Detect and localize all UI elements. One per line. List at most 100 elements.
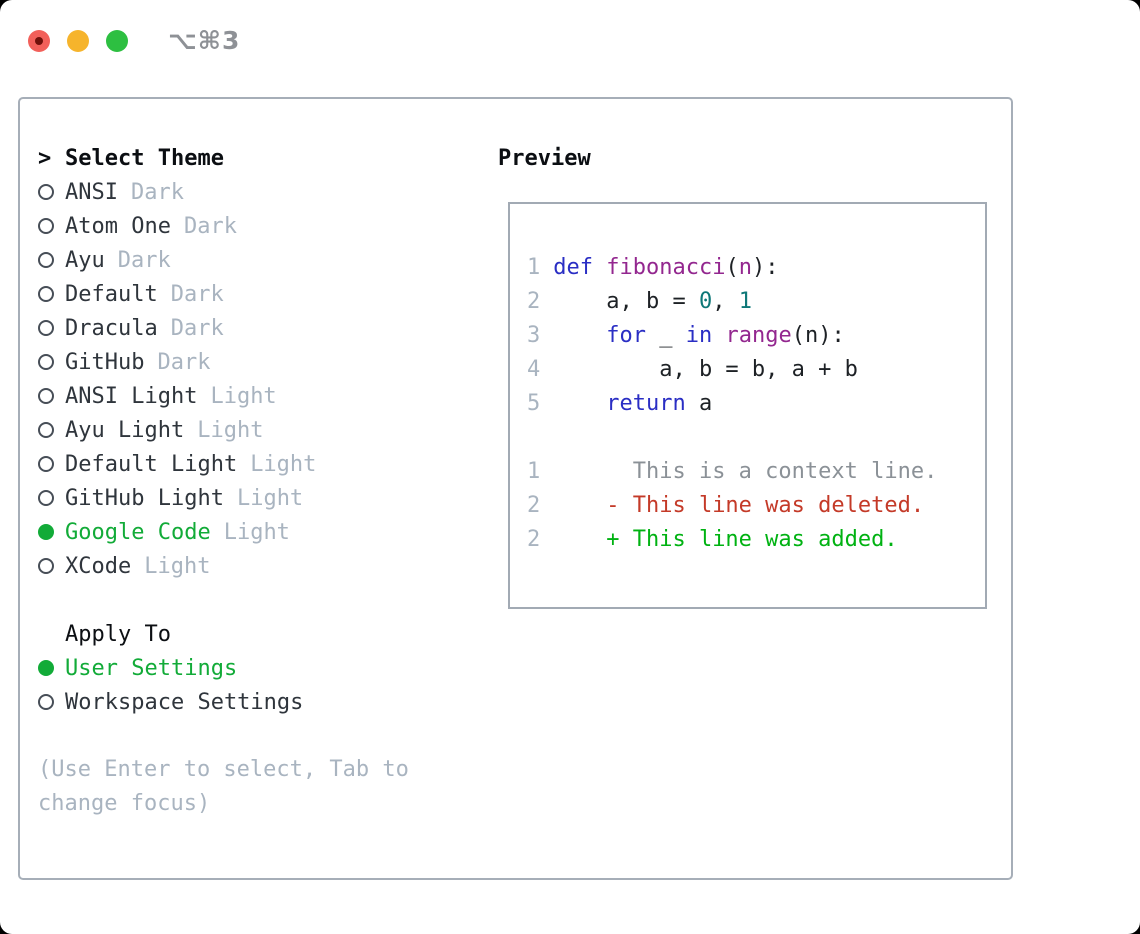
- theme-tag: Dark: [170, 281, 224, 307]
- theme-option-default-light[interactable]: Default Light Light: [38, 447, 483, 481]
- radio-selected-icon: [38, 524, 54, 540]
- theme-tag: Light: [223, 519, 290, 545]
- code-token: n: [738, 255, 752, 280]
- apply-to-title: Apply To: [65, 621, 171, 647]
- line-number: 2: [527, 289, 541, 314]
- diff-text: - This line was deleted.: [553, 493, 925, 518]
- theme-option-dracula-dark[interactable]: Dracula Dark: [38, 311, 483, 345]
- theme-name: ANSI Light: [65, 383, 198, 409]
- diff-deleted-line: 2 - This line was deleted.: [527, 489, 985, 523]
- radio-icon: [38, 456, 54, 472]
- close-button[interactable]: [28, 29, 50, 52]
- line-number: 2: [527, 493, 541, 518]
- theme-name: GitHub Light: [65, 485, 224, 511]
- code-token: (: [725, 255, 739, 280]
- diff-text: + This line was added.: [553, 527, 898, 552]
- code-line: 2 a, b = 0, 1: [527, 285, 985, 319]
- code-token: return: [606, 391, 699, 416]
- diff-text: This is a context line.: [553, 459, 938, 484]
- theme-list: > Select Theme ANSI Dark Atom One Dark A…: [38, 141, 483, 821]
- minimize-button[interactable]: [67, 29, 89, 52]
- line-number: 5: [527, 391, 541, 416]
- code-token: for: [606, 323, 660, 348]
- theme-option-atom-one-dark[interactable]: Atom One Dark: [38, 209, 483, 243]
- apply-option-label: Workspace Settings: [65, 689, 304, 715]
- theme-option-ayu-dark[interactable]: Ayu Dark: [38, 243, 483, 277]
- close-dot-icon: [35, 36, 43, 45]
- selection-cursor-icon: >: [38, 145, 52, 171]
- theme-name: Ayu Light: [65, 417, 185, 443]
- title-bar: ⌥⌘3: [28, 26, 240, 55]
- radio-icon: [38, 694, 54, 710]
- help-text: (Use Enter to select, Tab to change focu…: [38, 757, 409, 816]
- theme-name: Dracula: [65, 315, 158, 341]
- theme-name: GitHub: [65, 349, 145, 375]
- theme-tag: Light: [197, 417, 264, 443]
- theme-tag: Light: [210, 383, 277, 409]
- radio-icon: [38, 422, 54, 438]
- radio-icon: [38, 354, 54, 370]
- line-number: 1: [527, 459, 541, 484]
- code-token: _: [659, 323, 686, 348]
- theme-tag: Dark: [157, 349, 211, 375]
- theme-name: Ayu: [65, 247, 105, 273]
- theme-tag: Light: [250, 451, 317, 477]
- radio-icon: [38, 388, 54, 404]
- code-token: range: [725, 323, 792, 348]
- code-token: def: [553, 255, 607, 280]
- diff-context-line: 1 This is a context line.: [527, 455, 985, 489]
- divider: [38, 583, 483, 617]
- radio-icon: [38, 320, 54, 336]
- zoom-button[interactable]: [106, 29, 128, 52]
- code-token: a: [698, 391, 713, 416]
- code-token: [553, 323, 606, 348]
- code-token: in: [685, 323, 726, 348]
- window-title: ⌥⌘3: [168, 26, 241, 55]
- theme-option-xcode-light[interactable]: XCode Light: [38, 549, 483, 583]
- preview-title: Preview: [498, 145, 591, 171]
- line-number: 2: [527, 527, 541, 552]
- theme-name: XCode: [65, 553, 132, 579]
- theme-tag: Dark: [117, 247, 171, 273]
- theme-name: Google Code: [65, 519, 211, 545]
- theme-tag: Light: [236, 485, 304, 511]
- theme-name: ANSI: [65, 179, 118, 205]
- theme-option-ayu-light[interactable]: Ayu Light Light: [38, 413, 483, 447]
- theme-option-ansi-light[interactable]: ANSI Light Light: [38, 379, 483, 413]
- divider: [38, 719, 483, 753]
- theme-option-github-dark[interactable]: GitHub Dark: [38, 345, 483, 379]
- radio-icon: [38, 184, 54, 200]
- radio-icon: [38, 286, 54, 302]
- apply-to-header: Apply To: [38, 617, 483, 651]
- code-line: 3 for _ in range(n):: [527, 319, 985, 353]
- radio-selected-icon: [38, 660, 54, 676]
- code-token: (n):: [791, 323, 845, 348]
- line-number: 3: [527, 323, 541, 348]
- settings-panel: > Select Theme ANSI Dark Atom One Dark A…: [18, 97, 1013, 880]
- theme-tag: Light: [144, 553, 211, 579]
- diff-added-line: 2 + This line was added.: [527, 523, 985, 557]
- theme-name: Default: [65, 281, 158, 307]
- code-token: a, b = b, a + b: [553, 357, 858, 382]
- code-token: a, b =: [553, 289, 699, 314]
- code-token: 1: [738, 289, 752, 314]
- code-line: 4 a, b = b, a + b: [527, 353, 985, 387]
- radio-icon: [38, 252, 54, 268]
- radio-icon: [38, 558, 54, 574]
- theme-option-google-code-light[interactable]: Google Code Light: [38, 515, 483, 549]
- theme-option-github-light[interactable]: GitHub Light Light: [38, 481, 483, 515]
- apply-to-workspace-settings[interactable]: Workspace Settings: [38, 685, 483, 719]
- select-theme-header: > Select Theme: [38, 141, 483, 175]
- theme-option-ansi-dark[interactable]: ANSI Dark: [38, 175, 483, 209]
- apply-to-user-settings[interactable]: User Settings: [38, 651, 483, 685]
- code-token: fibonacci: [606, 255, 726, 280]
- select-theme-title: Select Theme: [65, 145, 224, 171]
- apply-option-label: User Settings: [65, 655, 238, 681]
- code-token: ):: [751, 255, 779, 280]
- radio-icon: [38, 218, 54, 234]
- theme-option-default-dark[interactable]: Default Dark: [38, 277, 483, 311]
